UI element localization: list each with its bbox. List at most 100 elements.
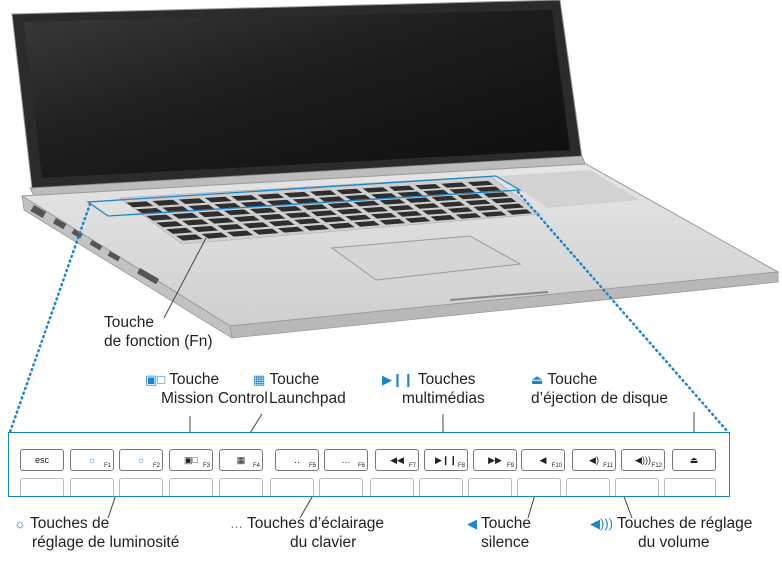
mission-label-line2: Mission Control bbox=[161, 390, 268, 407]
lower-key bbox=[419, 478, 463, 496]
volume-label: ◀))) Touches de réglage du volume bbox=[590, 514, 752, 552]
fn-label-line2: de fonction (Fn) bbox=[104, 333, 213, 350]
laptop-key bbox=[413, 203, 440, 209]
lower-key bbox=[517, 478, 561, 496]
laptop-key bbox=[422, 209, 448, 215]
mute-key-icon: ◀ bbox=[539, 455, 547, 465]
laptop-key bbox=[473, 205, 499, 211]
laptop-key bbox=[506, 209, 532, 215]
fn-label-line1: Touche bbox=[104, 314, 154, 331]
f11-key: ◀) F11 bbox=[572, 449, 616, 471]
laptop-key bbox=[310, 190, 337, 196]
laptop-key bbox=[379, 218, 406, 225]
volume-label-line2: du volume bbox=[638, 534, 710, 551]
launchpad-key-icon: ▦ bbox=[236, 455, 246, 465]
laptop-key bbox=[431, 195, 458, 202]
f10-label: F10 bbox=[551, 463, 562, 469]
fn-key-label: Touche de fonction (Fn) bbox=[104, 313, 213, 351]
laptop-key bbox=[240, 201, 268, 208]
laptop-key bbox=[252, 228, 279, 235]
brightness-icon: ☼ bbox=[14, 516, 26, 531]
laptop-key bbox=[201, 232, 228, 239]
f6-key: … F6 bbox=[324, 449, 368, 471]
f5-key: ‥F5 bbox=[275, 449, 319, 471]
mission-control-icon: ▣□ bbox=[145, 372, 166, 387]
laptop-key bbox=[176, 234, 203, 241]
laptop-key bbox=[257, 193, 285, 200]
laptop-key bbox=[371, 193, 398, 199]
eject-label: ⏏ Touche d’éjection de disque bbox=[531, 370, 668, 408]
laptop-key bbox=[126, 201, 154, 208]
laptop-key bbox=[156, 221, 183, 228]
f1-label: F1 bbox=[103, 463, 111, 469]
laptop-key bbox=[233, 215, 260, 222]
laptop-key bbox=[198, 211, 225, 218]
laptop-key bbox=[301, 204, 328, 210]
laptop-key bbox=[226, 230, 254, 237]
brightness-down-icon: ☼ bbox=[87, 455, 97, 465]
laptop-key bbox=[344, 194, 372, 201]
f11-label: F11 bbox=[603, 463, 613, 469]
laptop-key bbox=[172, 212, 199, 219]
kbdlight-label-line2: du clavier bbox=[290, 534, 357, 551]
laptop-key bbox=[207, 217, 235, 224]
f8-label: F8 bbox=[457, 463, 465, 469]
f4-label: F4 bbox=[252, 463, 260, 469]
mission-control-label: ▣□ Touche Mission Control bbox=[145, 370, 268, 408]
laptop-key bbox=[370, 212, 397, 219]
eject-key-icon: ⏏ bbox=[689, 455, 699, 465]
launchpad-label-line2: Launchpad bbox=[269, 390, 346, 407]
laptop-key bbox=[178, 198, 206, 204]
launchpad-label: ▦ Touche Launchpad bbox=[253, 370, 346, 408]
laptop-key bbox=[292, 198, 320, 204]
esc-key-label: esc bbox=[34, 455, 49, 465]
lower-key bbox=[664, 478, 716, 496]
mute-label: ◀ Touche silence bbox=[467, 514, 531, 552]
volume-up-icon: ◀))) bbox=[635, 455, 651, 465]
laptop-key bbox=[283, 191, 311, 198]
laptop-key bbox=[204, 196, 232, 203]
f1-key: ☼ F1 bbox=[70, 449, 114, 471]
laptop-key bbox=[455, 213, 482, 219]
laptop-key bbox=[430, 215, 456, 221]
keyboard-light-label: … Touches d’éclairage du clavier bbox=[230, 514, 384, 552]
mission-control-key-icon: ▣□ bbox=[184, 455, 198, 465]
laptop-key bbox=[404, 217, 431, 223]
laptop-key bbox=[449, 188, 476, 194]
lower-key bbox=[615, 478, 659, 496]
lower-key-row bbox=[20, 478, 64, 496]
keyboard-light-up-icon: … bbox=[341, 455, 351, 465]
f7-key: ◀◀F7 bbox=[375, 449, 419, 471]
eject-icon: ⏏ bbox=[531, 372, 544, 387]
laptop-key bbox=[231, 195, 258, 201]
laptop-key bbox=[405, 197, 432, 203]
lower-key bbox=[169, 478, 213, 496]
laptop-key bbox=[266, 199, 294, 206]
lower-key bbox=[319, 478, 363, 496]
f5-label: F5 bbox=[308, 463, 316, 469]
volume-down-icon: ◀) bbox=[589, 455, 599, 465]
laptop-key bbox=[275, 206, 303, 212]
laptop-key bbox=[327, 202, 354, 209]
laptop-key bbox=[498, 203, 525, 209]
laptop-key bbox=[475, 186, 501, 192]
f8-key: ▶❙❙F8 bbox=[424, 449, 468, 471]
laptop-key bbox=[319, 216, 346, 223]
f4-key: ▦ F4 bbox=[219, 449, 263, 471]
laptop-key bbox=[362, 187, 389, 193]
f12-key: ◀)))F12 bbox=[621, 449, 665, 471]
brightness-label-line1: Touches de bbox=[29, 515, 110, 532]
esc-key: esc bbox=[20, 449, 64, 471]
laptop-key bbox=[491, 197, 517, 204]
f6-label: F6 bbox=[357, 463, 365, 469]
laptop-key bbox=[152, 199, 180, 206]
kbdlight-label-line1: Touches d’éclairage bbox=[247, 515, 385, 532]
lower-key bbox=[566, 478, 610, 496]
rewind-icon: ◀◀ bbox=[390, 455, 404, 465]
mute-label-line2: silence bbox=[481, 534, 530, 551]
laptop-key bbox=[217, 224, 244, 231]
lower-key bbox=[370, 478, 414, 496]
laptop-key bbox=[328, 222, 355, 229]
keyboard-light-icon: … bbox=[230, 516, 243, 531]
